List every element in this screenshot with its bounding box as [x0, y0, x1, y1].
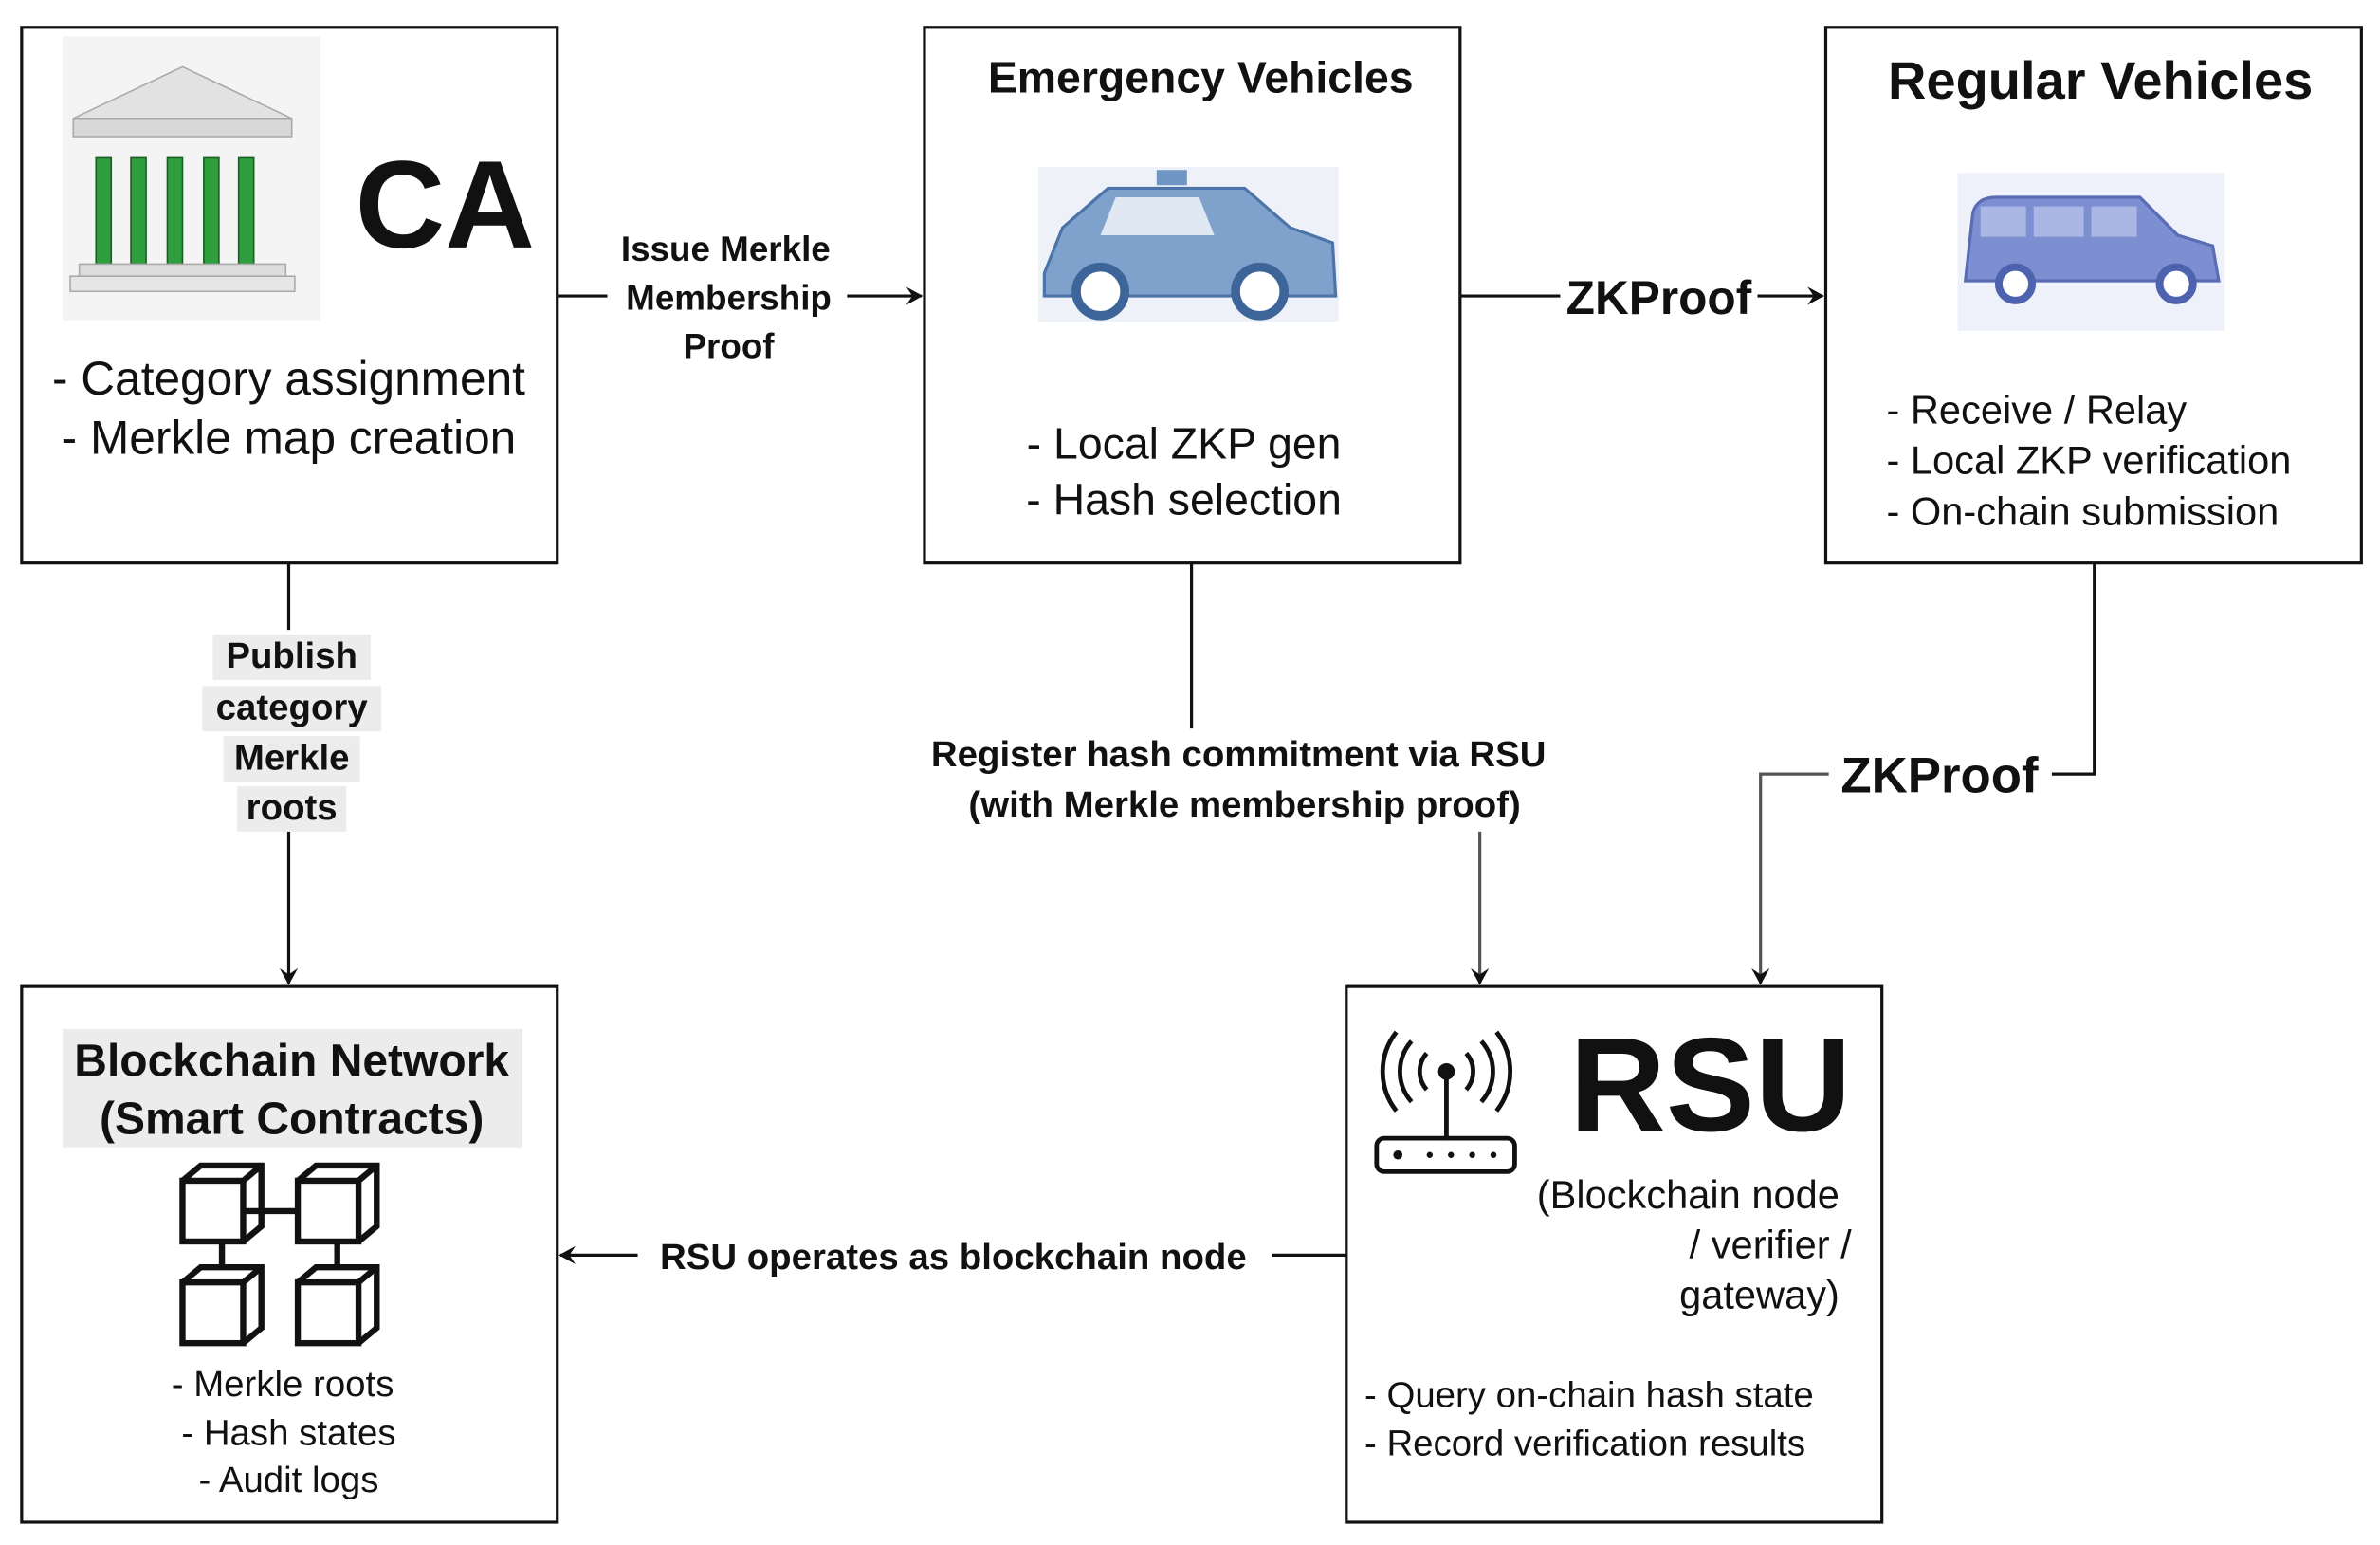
regular-item: - On-chain submission	[1886, 489, 2279, 534]
blockchain-title: Blockchain Network	[74, 1037, 509, 1087]
regular-title: Regular Vehicles	[1888, 50, 2313, 110]
emergency-item: - Hash selection	[1026, 474, 1342, 524]
edge-label: (with Merkle membership proof)	[968, 784, 1520, 825]
emergency-item: - Local ZKP gen	[1027, 418, 1342, 468]
rsu-item: - Query on-chain hash state	[1364, 1374, 1814, 1415]
ca-item: - Category assignment	[52, 352, 525, 405]
edge-ev-to-rsu: Register hash commitment via RSU (with M…	[931, 562, 1547, 985]
edge-label: RSU operates as blockchain node	[660, 1237, 1247, 1278]
edge-label: ZKProof	[1840, 747, 2039, 803]
edge-label: Register hash commitment via RSU	[931, 734, 1547, 775]
police-car-icon	[1037, 167, 1339, 322]
regular-item: - Receive / Relay	[1886, 387, 2187, 432]
ca-title: CA	[356, 135, 536, 274]
regular-vehicles-node: Regular Vehicles - Receive / Relay - Loc…	[1823, 26, 2363, 565]
rsu-subtitle: / verifier /	[1690, 1223, 1852, 1267]
edge-label: Membership	[626, 278, 832, 317]
rsu-title: RSU	[1569, 1010, 1851, 1159]
rsu-subtitle: gateway)	[1679, 1272, 1840, 1316]
van-icon	[1957, 173, 2225, 331]
blockchain-item: - Audit logs	[199, 1460, 379, 1500]
emergency-vehicles-node: Emergency Vehicles - Local ZKP gen - Has…	[923, 26, 1462, 565]
ca-item: - Merkle map creation	[62, 411, 517, 464]
edge-rsu-to-blockchain: RSU operates as blockchain node	[558, 1237, 1346, 1278]
edge-label: Publish	[226, 635, 357, 676]
ca-node: CA - Category assignment - Merkle map cr…	[20, 26, 559, 565]
edge-label: Merkle	[234, 737, 350, 778]
edge-ca-to-ev: Issue Merkle Membership Proof	[557, 230, 924, 366]
blockchain-title: (Smart Contracts)	[100, 1094, 484, 1144]
edge-ca-to-blockchain: Publish category Merkle roots	[202, 562, 382, 985]
rsu-subtitle: (Blockchain node	[1537, 1172, 1840, 1217]
blockchain-item: - Hash states	[181, 1412, 395, 1453]
blockchain-item: - Merkle roots	[172, 1364, 394, 1405]
blockchain-blocks-icon	[179, 1162, 380, 1347]
edge-label: ZKProof	[1566, 271, 1752, 324]
rsu-item: - Record verification results	[1364, 1424, 1805, 1464]
edge-ev-to-rv: ZKProof	[1459, 271, 1824, 324]
edge-label: Proof	[684, 327, 776, 366]
edge-label: roots	[247, 787, 338, 828]
wireless-router-icon	[1374, 1030, 1517, 1174]
edge-rv-to-rsu: ZKProof	[1751, 562, 2096, 985]
regular-item: - Local ZKP verification	[1886, 437, 2291, 482]
edge-label: category	[216, 687, 369, 727]
government-building-icon	[63, 36, 321, 321]
rsu-node: RSU (Blockchain node / verifier / gatewa…	[1345, 984, 1884, 1524]
emergency-title: Emergency Vehicles	[988, 53, 1414, 102]
edge-label: Issue Merkle	[621, 230, 831, 268]
blockchain-network-node: Blockchain Network (Smart Contracts) - M…	[20, 984, 559, 1524]
